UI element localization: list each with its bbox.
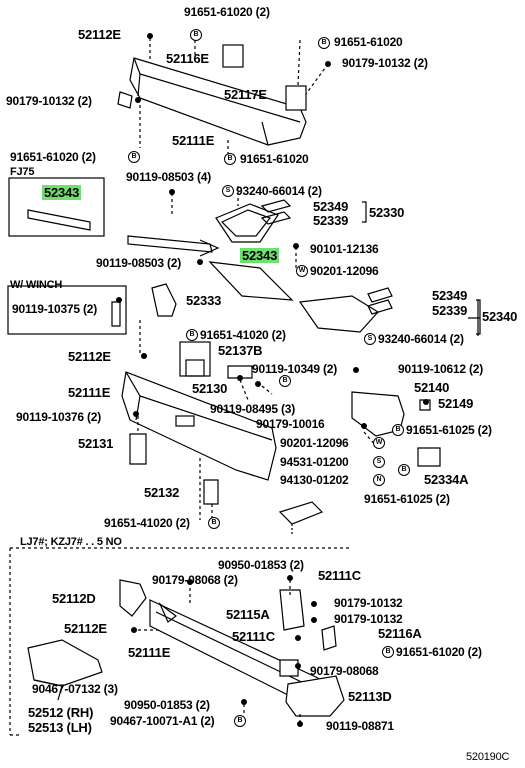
marker-b-icon: B (382, 646, 394, 658)
part-90179-08068[interactable]: 90179-08068 (310, 664, 379, 678)
part-52343-mid-label: 52343 (240, 248, 280, 263)
marker-b-icon: B (398, 464, 410, 476)
part-52339-top[interactable]: 52339 (313, 213, 349, 228)
part-52334a[interactable]: 52334A (424, 472, 469, 487)
marker-b-icon: B (234, 715, 246, 727)
part-52111e-top[interactable]: 52111E (172, 133, 215, 148)
marker-s-icon: S (222, 185, 234, 197)
part-52112d[interactable]: 52112D (52, 591, 96, 606)
part-90467-07132-3[interactable]: 90467-07132 (3) (32, 682, 118, 696)
part-90179-10132-2-l[interactable]: 90179-10132 (2) (6, 94, 92, 108)
part-52111e-low[interactable]: 52111E (128, 645, 171, 660)
part-52149[interactable]: 52149 (438, 396, 474, 411)
part-90119-08503-2[interactable]: 90119-08503 (2) (96, 256, 182, 270)
part-52349-r[interactable]: 52349 (432, 288, 468, 303)
fj75-box (8, 177, 105, 237)
part-94130-01202[interactable]: 94130-01202 (280, 473, 349, 487)
part-90119-08503-4[interactable]: 90119-08503 (4) (126, 170, 212, 184)
marker-s-icon: S (364, 333, 376, 345)
part-52330[interactable]: 52330 (369, 205, 405, 220)
part-52113d[interactable]: 52113D (348, 689, 392, 704)
marker-b-icon: B (190, 29, 202, 41)
marker-b-icon: B (392, 424, 404, 436)
part-91651-61020-2-top[interactable]: 91651-61020 (2) (184, 5, 270, 19)
part-52343-fj75-label: 52343 (42, 185, 82, 200)
marker-b-icon: B (224, 153, 236, 165)
marker-s-icon: S (373, 456, 385, 468)
marker-b-icon: B (208, 517, 220, 529)
part-52131[interactable]: 52131 (78, 436, 114, 451)
part-90101-12136[interactable]: 90101-12136 (310, 242, 379, 256)
part-90119-10349-2[interactable]: 90119-10349 (2) (252, 362, 338, 376)
part-52111c-top[interactable]: 52111C (318, 568, 361, 583)
part-90119-10376-2[interactable]: 90119-10376 (2) (16, 410, 102, 424)
part-52116e[interactable]: 52116E (166, 51, 209, 66)
part-52343-fj75[interactable]: 52343 (42, 185, 82, 200)
part-90119-10375-2[interactable]: 90119-10375 (2) (12, 302, 98, 316)
part-52333[interactable]: 52333 (186, 293, 222, 308)
lower-section-title: LJ7#; KZJ7# . . 5 NO (20, 536, 122, 548)
winch-title: W/ WINCH (10, 279, 63, 291)
part-52137b[interactable]: 52137B (218, 343, 263, 358)
part-52115a[interactable]: 52115A (226, 607, 270, 622)
part-91651-61025-2-a[interactable]: 91651-61025 (2) (406, 423, 492, 437)
part-90201-12096-b[interactable]: 90201-12096 (280, 436, 349, 450)
marker-b-icon: B (318, 37, 330, 49)
part-52513-lh[interactable]: 52513 (LH) (28, 720, 92, 735)
marker-b-icon: B (128, 151, 140, 163)
part-52112e-top[interactable]: 52112E (78, 27, 121, 42)
part-52111c-low[interactable]: 52111C (232, 629, 275, 644)
part-90179-10016[interactable]: 90179-10016 (256, 417, 325, 431)
part-52111e-mid[interactable]: 52111E (68, 385, 111, 400)
part-93240-66014-2-r[interactable]: 93240-66014 (2) (378, 332, 464, 346)
part-90950-01853-2-top[interactable]: 90950-01853 (2) (218, 558, 304, 572)
part-90179-10132-2-r[interactable]: 90179-10132 (2) (342, 56, 428, 70)
part-90119-10612-2[interactable]: 90119-10612 (2) (398, 362, 484, 376)
winch-box (7, 285, 127, 335)
marker-b-icon: B (279, 375, 291, 387)
part-52349-top[interactable]: 52349 (313, 199, 349, 214)
part-90179-10132-a[interactable]: 90179-10132 (334, 596, 403, 610)
part-90179-08068-2[interactable]: 90179-08068 (2) (152, 573, 238, 587)
part-52116a[interactable]: 52116A (378, 626, 422, 641)
part-90950-01853-2-bot[interactable]: 90950-01853 (2) (124, 698, 210, 712)
marker-w-icon: W (373, 437, 385, 449)
part-91651-61025-2-b[interactable]: 91651-61025 (2) (364, 492, 450, 506)
part-91651-41020-2-mid[interactable]: 91651-41020 (2) (200, 328, 286, 342)
part-91651-61020-2-l[interactable]: 91651-61020 (2) (10, 150, 96, 164)
part-90119-08871[interactable]: 90119-08871 (326, 719, 394, 733)
part-52130[interactable]: 52130 (192, 381, 228, 396)
part-91651-41020-2-bot[interactable]: 91651-41020 (2) (104, 516, 190, 530)
top-bumper-drawing (117, 38, 329, 155)
drawing-code: 520190C (466, 751, 510, 763)
part-90179-10132-b[interactable]: 90179-10132 (334, 612, 403, 626)
part-52117e[interactable]: 52117E (224, 87, 267, 102)
part-93240-66014-2-top[interactable]: 93240-66014 (2) (236, 184, 322, 198)
part-90201-12096[interactable]: 90201-12096 (310, 264, 379, 278)
part-91651-61020-r1[interactable]: 91651-61020 (334, 35, 403, 49)
part-90119-08495-3[interactable]: 90119-08495 (3) (210, 402, 296, 416)
part-52112e-low[interactable]: 52112E (64, 621, 107, 636)
part-94531-01200[interactable]: 94531-01200 (280, 455, 349, 469)
marker-b-icon: B (186, 329, 198, 341)
part-91651-61020-r2[interactable]: 91651-61020 (240, 152, 309, 166)
part-52340[interactable]: 52340 (482, 309, 518, 324)
part-52132[interactable]: 52132 (144, 485, 180, 500)
part-91651-61020-2-low[interactable]: 91651-61020 (2) (396, 645, 482, 659)
part-90467-10071-a1-2[interactable]: 90467-10071-A1 (2) (110, 714, 215, 728)
marker-w-icon: W (296, 265, 308, 277)
part-52140[interactable]: 52140 (414, 380, 450, 395)
part-52512-rh[interactable]: 52512 (RH) (28, 705, 94, 720)
part-52339-r[interactable]: 52339 (432, 303, 468, 318)
marker-n-icon: N (373, 474, 385, 486)
part-52112e-mid[interactable]: 52112E (68, 349, 111, 364)
part-52343-mid[interactable]: 52343 (240, 248, 280, 263)
fj75-title: FJ75 (10, 166, 35, 178)
